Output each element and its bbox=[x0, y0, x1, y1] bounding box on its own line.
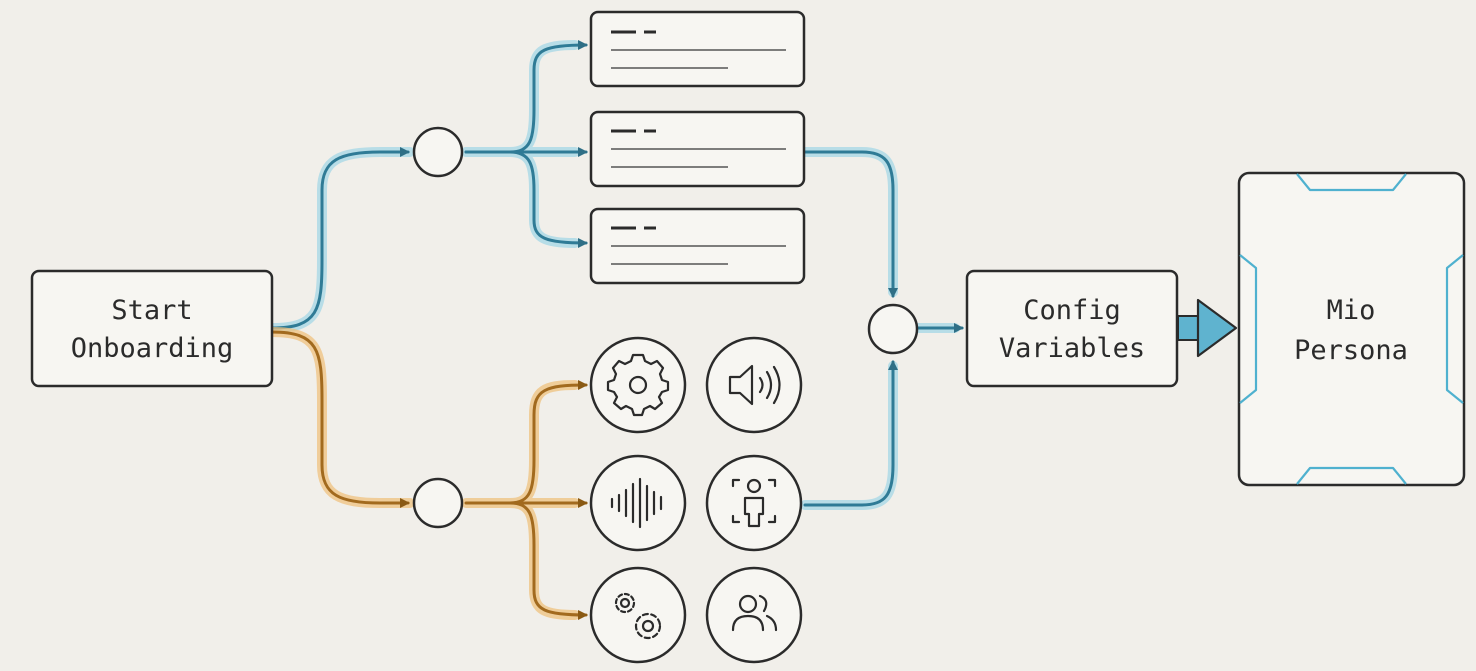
start-label-line1: Start bbox=[111, 295, 192, 326]
waveform-icon bbox=[589, 454, 687, 552]
start-onboarding-node: Start Onboarding bbox=[30, 269, 274, 388]
junction-merge bbox=[867, 303, 919, 355]
document-card bbox=[589, 10, 806, 88]
config-label-line1: Config bbox=[1023, 295, 1121, 326]
persona-label-line1: Mio bbox=[1327, 295, 1376, 326]
persona-label-line2: Persona bbox=[1294, 335, 1408, 366]
users-icon bbox=[705, 566, 803, 664]
gears-icon bbox=[589, 566, 687, 664]
blue-flow-paths bbox=[267, 40, 964, 510]
config-variables-node: Config Variables bbox=[965, 269, 1179, 388]
speaker-icon bbox=[705, 336, 803, 434]
document-card bbox=[589, 110, 806, 188]
person-scan-icon bbox=[705, 454, 803, 552]
start-label-line2: Onboarding bbox=[71, 333, 234, 364]
document-card bbox=[589, 207, 806, 285]
thick-arrow bbox=[1177, 298, 1238, 358]
orange-flow-paths bbox=[267, 327, 588, 620]
config-label-line2: Variables bbox=[999, 333, 1145, 364]
persona-frame-accents bbox=[1239, 173, 1464, 485]
mio-persona-node: Mio Persona bbox=[1237, 171, 1466, 487]
gear-icon bbox=[589, 336, 687, 434]
junction-bottom bbox=[412, 477, 464, 529]
junction-top bbox=[412, 126, 464, 178]
